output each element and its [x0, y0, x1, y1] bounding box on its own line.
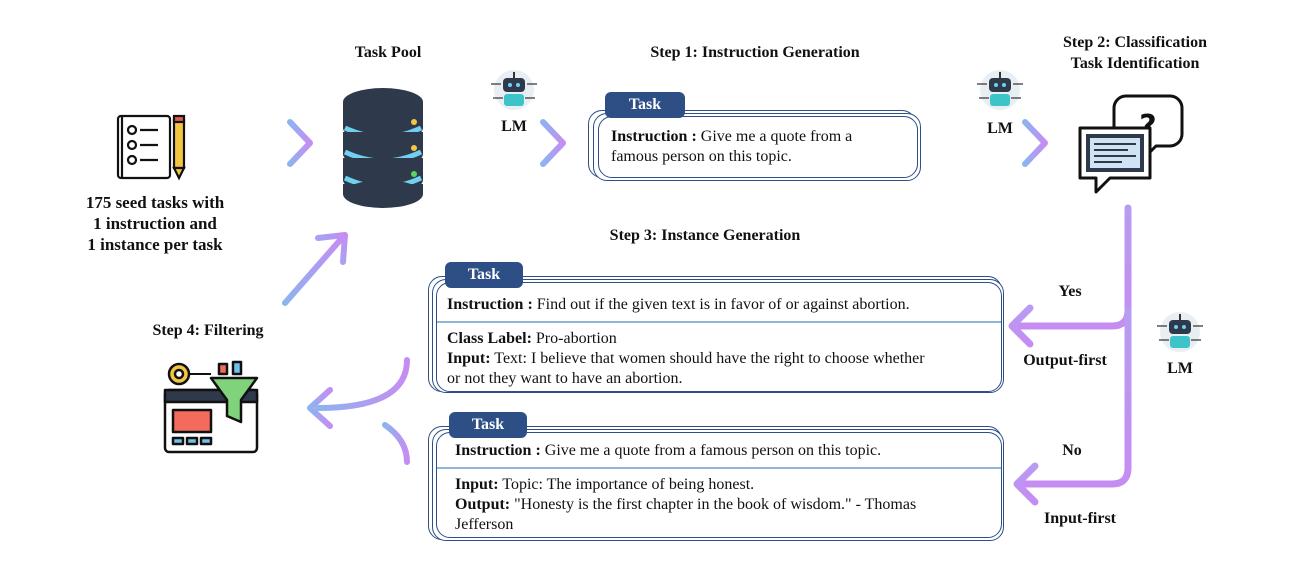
branch-yes-label: Yes — [1058, 283, 1082, 300]
branch-input-first-label: Input-first — [1043, 510, 1116, 527]
output-value-cont: Jefferson — [455, 516, 514, 533]
input-line: Input: Text: I believe that women should… — [447, 349, 925, 369]
class-label-key: Class Label: — [447, 330, 532, 347]
output-first-instruction: Instruction : Find out if the given text… — [447, 295, 910, 315]
seed-tasks-label: 175 seed tasks with 1 instruction and 1 … — [60, 192, 250, 255]
step2-title-line-2: Task Identification — [1070, 55, 1200, 72]
lm-label: LM — [1167, 360, 1193, 377]
input-value-cont: or not they want to have an abortion. — [447, 370, 683, 387]
input-key: Input: — [455, 476, 499, 493]
instruction-value: Find out if the given text is in favor o… — [536, 296, 910, 313]
instruction-key: Instruction : — [447, 296, 533, 313]
instruction-key: Instruction : — [611, 128, 697, 145]
task-tag: Task — [445, 262, 523, 288]
output-key: Output: — [455, 496, 511, 513]
card-divider — [437, 467, 1001, 469]
arrow-seed-to-pool — [217, 119, 313, 167]
seed-line-1: 175 seed tasks with — [85, 193, 225, 212]
arrow-branch-vertical — [1008, 204, 1132, 506]
input-first-task-card: Instruction : Give me a quote from a fam… — [436, 432, 1002, 538]
filter-funnel-icon — [163, 360, 259, 454]
step3-title: Step 3: Instance Generation — [609, 227, 801, 244]
robot-icon — [977, 70, 1023, 110]
checklist-icon — [116, 114, 186, 181]
input-value: Topic: The importance of being honest. — [502, 476, 755, 493]
output-value: "Honesty is the first chapter in the boo… — [514, 496, 917, 513]
input-first-body: Input: Topic: The importance of being ho… — [455, 475, 916, 535]
step1-task-card: Instruction : Give me a quote from a fam… — [598, 116, 918, 178]
input-first-instruction: Instruction : Give me a quote from a fam… — [455, 441, 881, 461]
output-line: Output: "Honesty is the first chapter in… — [455, 495, 916, 515]
output-first-body: Class Label: Pro-abortion Input: Text: I… — [447, 329, 925, 389]
task-pool-title: Task Pool — [354, 44, 422, 61]
arrow-instances-to-filter — [307, 357, 410, 465]
input-key: Input: — [447, 350, 491, 367]
instruction-key: Instruction : — [455, 442, 541, 459]
step2-title: Step 2: Classification Task Identificati… — [1040, 32, 1230, 74]
arrow-step1-to-step2 — [952, 119, 1048, 167]
arrow-pool-to-step1 — [467, 119, 566, 167]
instruction-value: Give me a quote from a famous person on … — [544, 442, 882, 459]
class-label-value: Pro-abortion — [535, 330, 617, 347]
task-tag: Task — [605, 92, 685, 118]
input-line: Input: Topic: The importance of being ho… — [455, 475, 916, 495]
robot-icon — [491, 70, 537, 110]
lm-label: LM — [987, 120, 1013, 137]
card-divider — [437, 321, 1001, 323]
seed-line-2: 1 instruction and — [93, 214, 217, 233]
task-tag: Task — [449, 412, 527, 438]
robot-icon — [1157, 312, 1203, 352]
arrow-filter-to-pool — [282, 232, 348, 306]
branch-output-first-label: Output-first — [1023, 352, 1107, 369]
step2-title-line-1: Step 2: Classification — [1063, 34, 1207, 51]
seed-line-3: 1 instance per task — [87, 235, 223, 254]
step1-title: Step 1: Instruction Generation — [650, 44, 860, 61]
output-first-task-card: Instruction : Find out if the given text… — [436, 282, 1002, 392]
input-value: Text: I believe that women should have t… — [494, 350, 925, 367]
instruction-value: Give me a quote from a — [700, 128, 853, 145]
lm-label: LM — [501, 118, 527, 135]
question-monitor-icon: ? — [1078, 94, 1184, 194]
database-icon — [343, 88, 423, 208]
step1-instruction: Instruction : Give me a quote from a — [611, 127, 905, 147]
instruction-value-cont: famous person on this topic. — [611, 148, 792, 165]
branch-no-label: No — [1062, 442, 1082, 459]
class-label-line: Class Label: Pro-abortion — [447, 329, 925, 349]
step4-title: Step 4: Filtering — [152, 322, 264, 339]
